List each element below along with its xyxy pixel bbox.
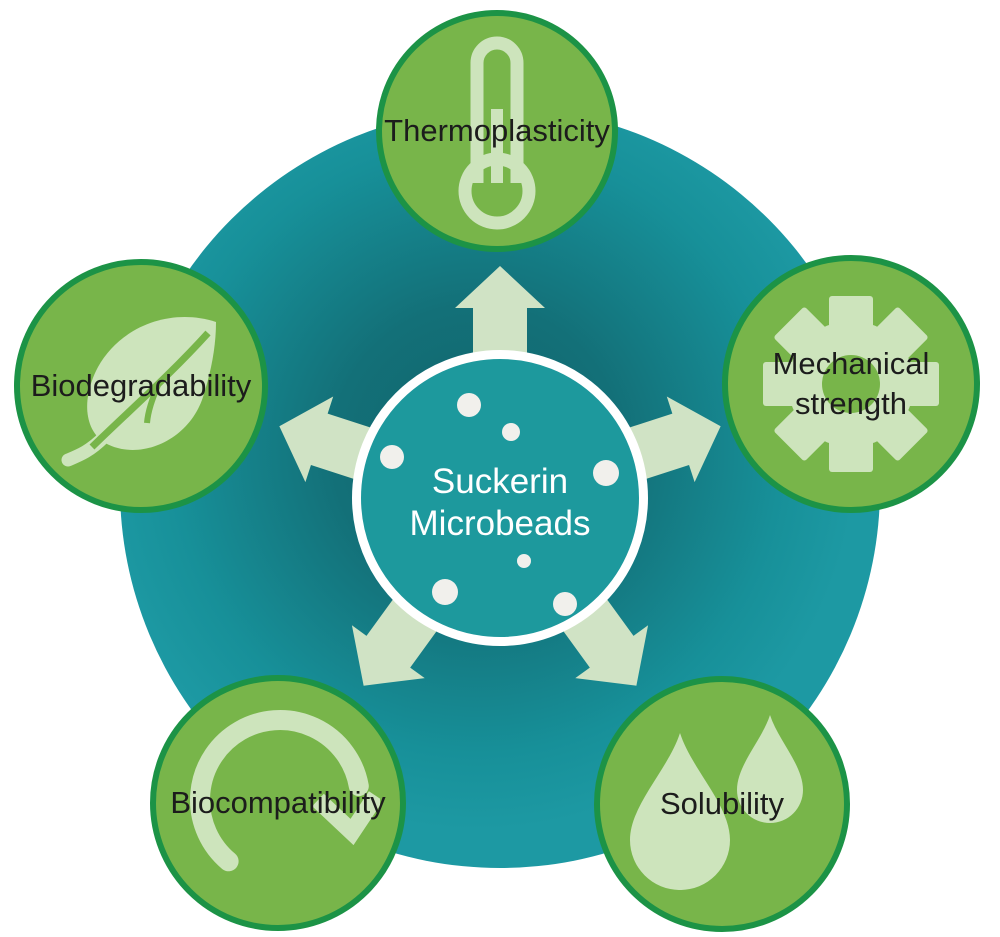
node-label: Biodegradability [30,368,252,403]
hub-label: Suckerin Microbeads [361,359,639,637]
bead-dot [432,579,458,605]
bead-dot [502,423,520,441]
hub-circle: Suckerin Microbeads [352,350,648,646]
bead-dot [517,554,531,568]
node-thermoplasticity: Thermoplasticity [376,10,618,252]
node-label: Solubility [659,786,785,821]
node-biocompatibility: Biocompatibility [150,675,406,931]
water-drops-icon [630,715,803,890]
bead-dot [553,592,577,616]
node-label: Thermoplasticity [384,113,610,148]
node-label: Mechanical strength [772,346,930,421]
bead-dot [457,393,481,417]
node-biodegradability: Biodegradability [14,259,268,513]
gear-icon [763,296,939,472]
hub-label-line1: Suckerin [431,462,569,501]
node-solubility: Solubility [594,676,850,932]
hub-label-line2: Microbeads [409,504,591,543]
node-label: Biocompatibility [170,785,386,820]
bead-dot [380,445,404,469]
circular-arrow-icon [190,710,380,872]
bead-dot [593,460,619,486]
node-mechanical-strength: Mechanical strength [722,255,980,513]
leaf-icon [61,317,216,467]
thermometer-icon [458,36,536,230]
